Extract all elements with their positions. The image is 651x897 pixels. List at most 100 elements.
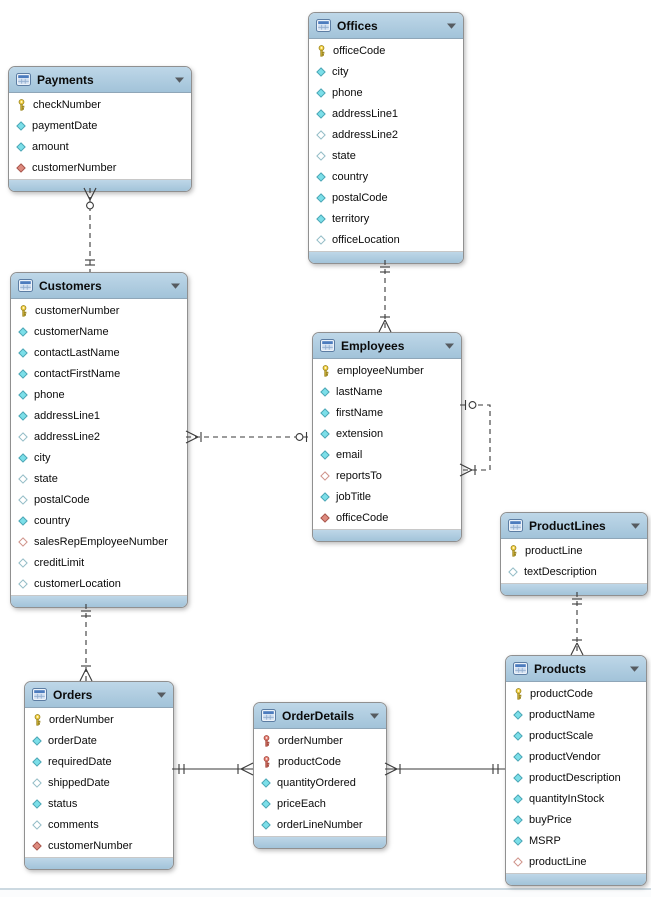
column-row[interactable]: postalCode	[309, 187, 463, 208]
column-row[interactable]: addressLine2	[309, 124, 463, 145]
table-header-payments[interactable]: Payments	[9, 67, 191, 93]
column-row[interactable]: officeCode	[313, 507, 461, 528]
column-row[interactable]: quantityInStock	[506, 788, 646, 809]
relationship-orderdetails-products[interactable]	[384, 762, 505, 776]
table-header-employees[interactable]: Employees	[313, 333, 461, 359]
column-row[interactable]: customerNumber	[25, 835, 173, 856]
column-row[interactable]: postalCode	[11, 489, 187, 510]
table-header-offices[interactable]: Offices	[309, 13, 463, 39]
collapse-arrow-icon[interactable]	[175, 77, 184, 83]
table-footer	[309, 251, 463, 263]
column-row[interactable]: contactFirstName	[11, 363, 187, 384]
column-row[interactable]: reportsTo	[313, 465, 461, 486]
column-row[interactable]: productLine	[501, 540, 647, 561]
column-row[interactable]: officeCode	[309, 40, 463, 61]
relationship-employees-customers[interactable]	[185, 430, 312, 444]
column-row[interactable]: productCode	[254, 751, 386, 772]
column-row[interactable]: amount	[9, 136, 191, 157]
column-row[interactable]: country	[309, 166, 463, 187]
column-row[interactable]: addressLine1	[11, 405, 187, 426]
column-row[interactable]: orderNumber	[25, 709, 173, 730]
column-row[interactable]: customerLocation	[11, 573, 187, 594]
column-row[interactable]: checkNumber	[9, 94, 191, 115]
table-header-orders[interactable]: Orders	[25, 682, 173, 708]
column-row[interactable]: addressLine1	[309, 103, 463, 124]
table-header-orderdetails[interactable]: OrderDetails	[254, 703, 386, 729]
column-row[interactable]: status	[25, 793, 173, 814]
nullable-column-icon	[18, 473, 28, 484]
column-row[interactable]: orderDate	[25, 730, 173, 751]
relationship-employees-reportsto-self[interactable]	[459, 400, 491, 477]
column-row[interactable]: firstName	[313, 402, 461, 423]
column-row[interactable]: lastName	[313, 381, 461, 402]
column-row[interactable]: extension	[313, 423, 461, 444]
column-row[interactable]: productScale	[506, 725, 646, 746]
table-header-productlines[interactable]: ProductLines	[501, 513, 647, 539]
column-row[interactable]: productDescription	[506, 767, 646, 788]
column-row[interactable]: orderNumber	[254, 730, 386, 751]
column-row[interactable]: customerNumber	[11, 300, 187, 321]
column-name: buyPrice	[529, 813, 572, 826]
relationship-offices-employees[interactable]	[378, 260, 392, 333]
column-row[interactable]: shippedDate	[25, 772, 173, 793]
column-row[interactable]: salesRepEmployeeNumber	[11, 531, 187, 552]
column-row[interactable]: buyPrice	[506, 809, 646, 830]
column-row[interactable]: city	[11, 447, 187, 468]
column-row[interactable]: MSRP	[506, 830, 646, 851]
column-row[interactable]: orderLineNumber	[254, 814, 386, 835]
column-row[interactable]: contactLastName	[11, 342, 187, 363]
column-row[interactable]: customerNumber	[9, 157, 191, 178]
notnull-column-icon	[32, 735, 42, 746]
nullable-column-icon	[508, 566, 518, 577]
table-title: Employees	[341, 338, 405, 353]
column-row[interactable]: quantityOrdered	[254, 772, 386, 793]
column-row[interactable]: state	[309, 145, 463, 166]
collapse-arrow-icon[interactable]	[157, 692, 166, 698]
relationship-productlines-products[interactable]	[570, 592, 584, 656]
table-icon	[320, 339, 335, 352]
column-row[interactable]: country	[11, 510, 187, 531]
column-row[interactable]: customerName	[11, 321, 187, 342]
column-row[interactable]: phone	[11, 384, 187, 405]
column-row[interactable]: productCode	[506, 683, 646, 704]
collapse-arrow-icon[interactable]	[171, 283, 180, 289]
relationship-orders-orderdetails[interactable]	[172, 762, 254, 776]
column-row[interactable]: officeLocation	[309, 229, 463, 250]
table-header-products[interactable]: Products	[506, 656, 646, 682]
column-row[interactable]: requiredDate	[25, 751, 173, 772]
column-row[interactable]: email	[313, 444, 461, 465]
column-row[interactable]: textDescription	[501, 561, 647, 582]
relationship-customers-orders[interactable]	[79, 604, 93, 682]
table-footer	[506, 873, 646, 885]
collapse-arrow-icon[interactable]	[630, 666, 639, 672]
collapse-arrow-icon[interactable]	[445, 343, 454, 349]
column-row[interactable]: phone	[309, 82, 463, 103]
column-row[interactable]: city	[309, 61, 463, 82]
column-row[interactable]: employeeNumber	[313, 360, 461, 381]
relationship-payments-customers[interactable]	[83, 187, 97, 272]
column-row[interactable]: productVendor	[506, 746, 646, 767]
column-row[interactable]: territory	[309, 208, 463, 229]
column-row[interactable]: priceEach	[254, 793, 386, 814]
column-row[interactable]: addressLine2	[11, 426, 187, 447]
column-row[interactable]: jobTitle	[313, 486, 461, 507]
column-row[interactable]: creditLimit	[11, 552, 187, 573]
column-row[interactable]: paymentDate	[9, 115, 191, 136]
column-row[interactable]: productLine	[506, 851, 646, 872]
table-header-customers[interactable]: Customers	[11, 273, 187, 299]
collapse-arrow-icon[interactable]	[370, 713, 379, 719]
column-row[interactable]: productName	[506, 704, 646, 725]
collapse-arrow-icon[interactable]	[631, 523, 640, 529]
collapse-arrow-icon[interactable]	[447, 23, 456, 29]
column-row[interactable]: state	[11, 468, 187, 489]
column-row[interactable]: comments	[25, 814, 173, 835]
